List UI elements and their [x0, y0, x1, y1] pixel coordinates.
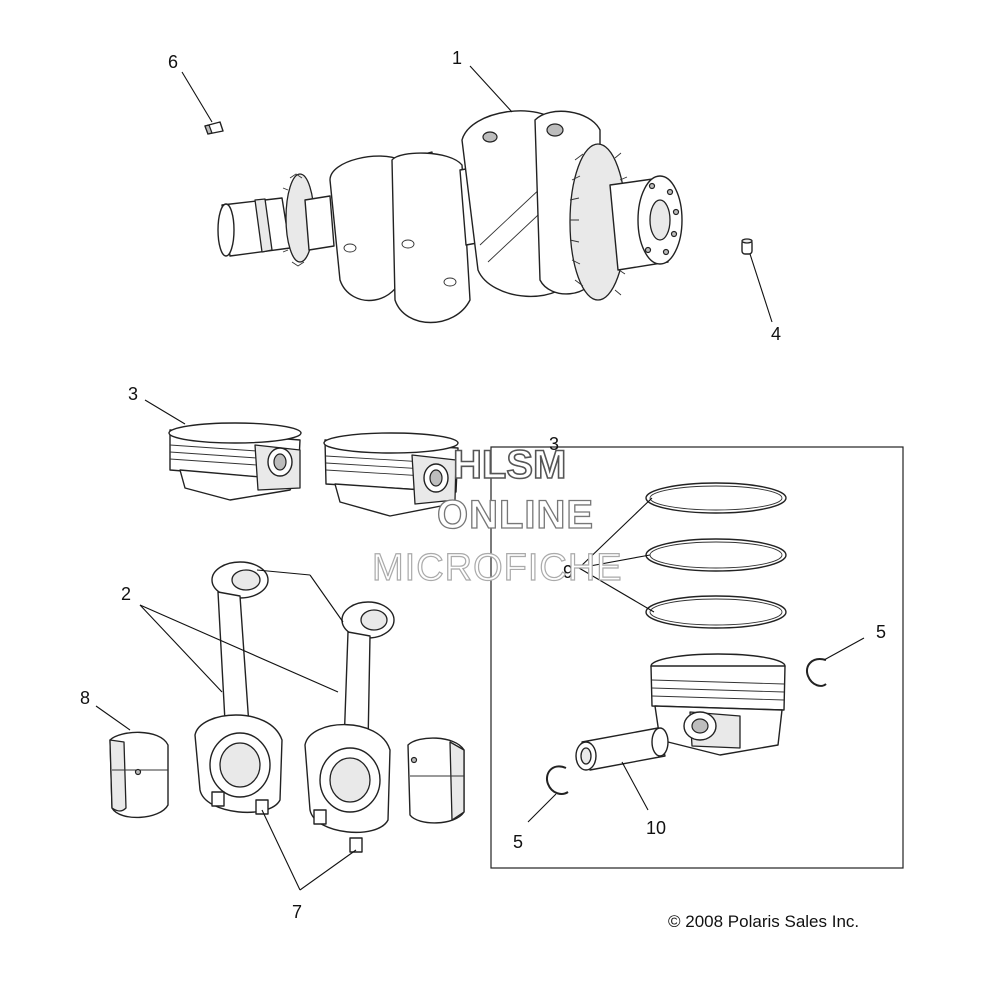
circlip-left[interactable] — [546, 765, 569, 795]
copyright-notice: © 2008 Polaris Sales Inc. — [668, 912, 860, 931]
piston-middle[interactable] — [323, 432, 459, 517]
piston-kit[interactable] — [650, 653, 786, 756]
callout-4: 4 — [771, 324, 781, 344]
piston-left[interactable] — [168, 422, 302, 501]
piston-rings[interactable] — [645, 482, 787, 629]
watermark-line-3: MICROFICHE — [372, 547, 623, 589]
circlip-right[interactable] — [806, 658, 827, 687]
dowel-pin[interactable] — [741, 238, 753, 255]
callout-7: 7 — [292, 902, 302, 922]
callout-8: 8 — [80, 688, 90, 708]
wrist-pin[interactable] — [575, 727, 669, 771]
woodruff-key[interactable] — [204, 121, 224, 135]
watermark: HLSM ONLINE MICROFICHE — [371, 442, 623, 589]
piston-kit-box — [490, 446, 904, 869]
watermark-line-2: ONLINE — [437, 493, 594, 537]
callout-1: 1 — [452, 48, 462, 68]
callout-10: 10 — [646, 818, 666, 838]
callout-6: 6 — [168, 52, 178, 72]
leader-lines — [95, 65, 865, 891]
crankshaft[interactable] — [217, 110, 683, 324]
connecting-rod-right[interactable] — [304, 601, 395, 853]
callout-5-left: 5 — [513, 832, 523, 852]
watermark-line-1: HLSM — [453, 443, 566, 487]
callout-2: 2 — [121, 584, 131, 604]
callout-3-middle: 3 — [549, 434, 559, 454]
callout-5-right: 5 — [876, 622, 886, 642]
bearing-left[interactable] — [109, 731, 169, 819]
connecting-rod-left[interactable] — [194, 561, 283, 815]
callout-9: 9 — [563, 562, 573, 582]
callout-3-left: 3 — [128, 384, 138, 404]
bearing-right[interactable] — [407, 737, 465, 824]
